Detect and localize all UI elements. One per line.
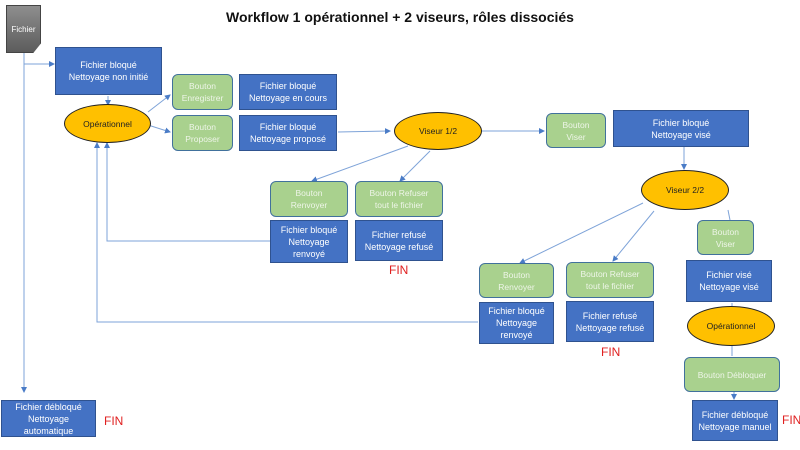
state-refuse-2: Fichier refusé Nettoyage refusé [566, 301, 654, 342]
state-propose: Fichier bloqué Nettoyage proposé [239, 115, 337, 151]
document-icon: Fichier [6, 5, 41, 53]
button-renvoyer-2[interactable]: Bouton Renvoyer [479, 263, 554, 298]
button-enregistrer[interactable]: Bouton Enregistrer [172, 74, 233, 110]
button-line: Bouton [189, 81, 216, 91]
state-line: Fichier bloqué [80, 60, 137, 70]
state-line: Fichier bloqué [259, 81, 317, 91]
state-auto: Fichier débloqué Nettoyage automatique [1, 400, 96, 437]
button-line: Viser [715, 238, 736, 249]
end-label: FIN [782, 413, 800, 427]
state-renvoye-2: Fichier bloqué Nettoyage renvoyé [479, 302, 554, 344]
button-line: Bouton [712, 226, 739, 237]
role-operationnel-2: Opérationnel [687, 306, 775, 346]
button-line: Renvoyer [498, 281, 535, 292]
state-renvoye-1: Fichier bloqué Nettoyage renvoyé [270, 220, 348, 263]
state-line: Nettoyage [27, 413, 70, 424]
state-line: Nettoyage non initié [68, 72, 149, 82]
button-line: Viser [566, 131, 586, 142]
button-line: tout le fichier [374, 200, 424, 210]
button-debloquer[interactable]: Bouton Débloquer [684, 357, 780, 392]
state-refuse-1: Fichier refusé Nettoyage refusé [355, 220, 443, 261]
end-label: FIN [601, 345, 621, 359]
button-line: Renvoyer [290, 200, 328, 210]
role-label: Viseur 2/2 [665, 185, 705, 195]
state-en-cours: Fichier bloqué Nettoyage en cours [239, 74, 337, 110]
state-line: Fichier refusé [582, 310, 638, 321]
connector-propose-viseur1 [337, 128, 391, 135]
button-line: Bouton [503, 269, 530, 280]
button-line: Bouton [562, 119, 590, 130]
button-line: Bouton Refuser [580, 269, 640, 279]
state-line: renvoyé [292, 248, 326, 259]
state-line: Nettoyage refusé [575, 322, 645, 333]
button-refuser-2[interactable]: Bouton Refuser tout le fichier [566, 262, 654, 298]
role-operationnel-1: Opérationnel [64, 104, 151, 143]
state-line: Nettoyage [288, 236, 330, 247]
state-line: Nettoyage proposé [249, 134, 327, 144]
state-line: Fichier bloqué [280, 224, 338, 235]
state-vise-1: Fichier bloqué Nettoyage visé [613, 110, 749, 147]
button-line: Bouton [295, 188, 323, 198]
diagram-title: Workflow 1 opérationnel + 2 viseurs, rôl… [226, 9, 574, 25]
connector-viseur2-refuser [612, 210, 655, 262]
state-line: Fichier refusé [371, 229, 427, 240]
connector-renvoye1-operationnel [104, 142, 270, 242]
button-line: Bouton [189, 122, 216, 132]
state-line: Fichier débloqué [15, 401, 82, 412]
end-label: FIN [104, 414, 124, 428]
connector-viseur1-refuser [399, 150, 431, 182]
connector-viseur2-viser [727, 209, 731, 221]
state-line: Fichier bloqué [259, 122, 317, 132]
document-label: Fichier [11, 24, 36, 34]
button-line: Enregistrer [181, 93, 224, 103]
state-manuel: Fichier débloqué Nettoyage manuel [692, 400, 778, 441]
state-line: Fichier visé [706, 270, 752, 280]
state-line: Nettoyage refusé [364, 241, 434, 252]
state-line: Fichier débloqué [701, 409, 769, 420]
state-line: Nettoyage visé [699, 282, 759, 292]
state-line: Nettoyage manuel [698, 421, 772, 432]
button-refuser-1[interactable]: Bouton Refuser tout le fichier [355, 181, 443, 217]
button-renvoyer-1[interactable]: Bouton Renvoyer [270, 181, 348, 217]
button-proposer[interactable]: Bouton Proposer [172, 115, 233, 151]
state-line: Nettoyage visé [651, 129, 711, 140]
button-line: tout le fichier [585, 281, 635, 291]
state-line: Nettoyage [495, 318, 538, 328]
role-viseur-2: Viseur 2/2 [641, 170, 729, 210]
state-line: Fichier bloqué [652, 117, 710, 128]
button-viser-2[interactable]: Bouton Viser [697, 220, 754, 255]
role-label: Viseur 1/2 [418, 126, 458, 136]
connector-op-proposer [147, 124, 171, 134]
state-line: Fichier bloqué [488, 306, 545, 316]
role-label: Opérationnel [706, 321, 756, 331]
button-line: Bouton Débloquer [697, 369, 767, 380]
connector-op-enregistrer [147, 94, 171, 113]
state-line: renvoyé [500, 330, 533, 340]
state-line: automatique [23, 425, 74, 436]
role-viseur-1: Viseur 1/2 [394, 112, 482, 150]
button-viser-1[interactable]: Bouton Viser [546, 113, 606, 148]
state-line: Nettoyage en cours [248, 93, 328, 103]
button-line: Bouton Refuser [369, 188, 429, 198]
button-line: Proposer [185, 134, 220, 144]
state-vise-2: Fichier visé Nettoyage visé [686, 260, 772, 302]
state-non-initie: Fichier bloqué Nettoyage non initié [55, 47, 162, 95]
connector-viseur2-renvoyer [519, 202, 644, 264]
end-label: FIN [389, 263, 409, 277]
role-label: Opérationnel [83, 118, 132, 129]
connector-viseur1-renvoyer [311, 145, 409, 183]
